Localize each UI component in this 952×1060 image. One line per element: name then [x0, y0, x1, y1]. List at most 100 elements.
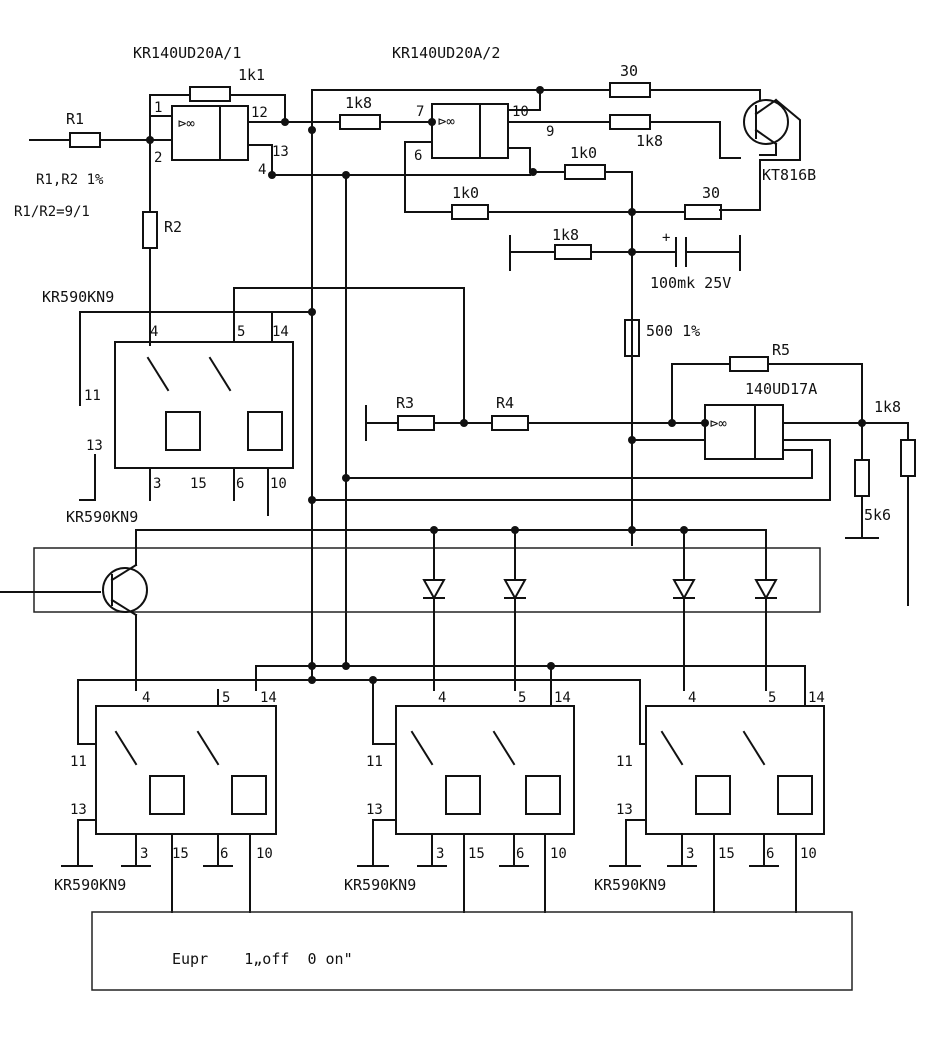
resistor-r4: [491, 415, 529, 431]
pin-label: 14: [260, 690, 277, 706]
control-box: [91, 911, 853, 991]
label-1k8-c: 1k8: [552, 226, 579, 244]
pin-label: 5: [768, 690, 776, 706]
resistor-r2: [142, 211, 158, 249]
label-switch-b1: KR590KN9: [54, 876, 126, 894]
resistor-1k1: [189, 86, 231, 102]
resistor-5k6: [854, 459, 870, 497]
resistor-30-b: [684, 204, 722, 220]
label-r2: R2: [164, 218, 182, 236]
label-1k8-b: 1k8: [636, 132, 663, 150]
resistor-r3: [397, 415, 435, 431]
pin-label: 13: [86, 438, 103, 454]
opamp-u3: ⊳∞: [704, 404, 784, 460]
opamp-u2: ⊳∞: [431, 103, 509, 159]
label-30-b: 30: [702, 184, 720, 202]
optocoupler-frame: [33, 547, 821, 613]
switch-ic-b1: [95, 705, 277, 835]
pin-label: 4: [142, 690, 150, 706]
resistor-30-a: [609, 82, 651, 98]
pin-label: 15: [172, 846, 189, 862]
label-switch-top: KR590KN9: [42, 288, 114, 306]
pin-label: 5: [222, 690, 230, 706]
pin-label: 13: [70, 802, 87, 818]
resistor-1k0-a: [564, 164, 606, 180]
pin-label: 5: [518, 690, 526, 706]
svg-text:⊳∞: ⊳∞: [178, 116, 195, 132]
pin-label: 4: [150, 324, 158, 340]
diode-4: [754, 529, 778, 691]
svg-text:+: +: [662, 230, 670, 246]
pin-u1-4: 4: [258, 162, 266, 178]
pin-u2-10: 10: [512, 104, 529, 120]
opamp-u1: ⊳∞: [171, 105, 249, 161]
svg-text:⊳∞: ⊳∞: [438, 114, 455, 130]
note-ratio: R1/R2=9/1: [14, 204, 90, 220]
label-kt816b: KT816B: [762, 166, 816, 184]
pin-label: 10: [800, 846, 817, 862]
label-r5: R5: [772, 341, 790, 359]
pin-label: 13: [366, 802, 383, 818]
pin-label: 4: [438, 690, 446, 706]
label-5k6: 5k6: [864, 506, 891, 524]
label-opamp1: KR140UD20A/1: [133, 44, 241, 62]
switch-ic-b2: [395, 705, 575, 835]
pin-label: 5: [237, 324, 245, 340]
pin-label: 11: [616, 754, 633, 770]
resistor-r5: [729, 356, 769, 372]
pin-label: 11: [84, 388, 101, 404]
pin-label: 10: [550, 846, 567, 862]
pin-label: 11: [366, 754, 383, 770]
label-1k8-a: 1k8: [345, 94, 372, 112]
label-500: 500 1%: [646, 322, 700, 340]
pin-label: 3: [140, 846, 148, 862]
capacitor-100mk: +: [662, 230, 741, 271]
label-capacitor: 100mk 25V: [650, 274, 731, 292]
label-1k8-d: 1k8: [874, 398, 901, 416]
label-r1: R1: [66, 110, 84, 128]
pin-label: 13: [616, 802, 633, 818]
label-1k0-b: 1k0: [452, 184, 479, 202]
note-tolerance: R1,R2 1%: [36, 172, 104, 188]
pin-label: 3: [686, 846, 694, 862]
resistor-r1: [69, 132, 101, 148]
resistor-1k8-d: [900, 439, 916, 477]
resistor-1k0-b: [451, 204, 489, 220]
pin-label: 15: [468, 846, 485, 862]
pin-label: 3: [153, 476, 161, 492]
diode-3: [672, 529, 696, 691]
pin-label: 10: [256, 846, 273, 862]
pin-u2-6: 6: [414, 148, 422, 164]
pin-u1-2: 2: [154, 150, 162, 166]
pin-label: 14: [554, 690, 571, 706]
diode-1: [422, 529, 446, 691]
pin-label: 6: [516, 846, 524, 862]
label-1k1: 1k1: [238, 66, 265, 84]
diode-2: [503, 529, 527, 691]
transistor-kt816b: [719, 98, 801, 211]
pin-label: 14: [272, 324, 289, 340]
resistor-500: [624, 319, 640, 357]
switch-ic-b3: [645, 705, 825, 835]
label-30-a: 30: [620, 62, 638, 80]
pin-label: 10: [270, 476, 287, 492]
pin-label: 4: [688, 690, 696, 706]
control-box-label: Eupr 1„off 0 on": [172, 950, 353, 968]
pin-label: 6: [766, 846, 774, 862]
label-switch-b3: KR590KN9: [594, 876, 666, 894]
resistor-1k8-c: [554, 244, 592, 260]
svg-text:⊳∞: ⊳∞: [710, 416, 727, 432]
label-opamp3: 140UD17A: [745, 380, 817, 398]
pin-label: 14: [808, 690, 825, 706]
resistor-1k8-b: [609, 114, 651, 130]
label-r4: R4: [496, 394, 514, 412]
pin-u2-7: 7: [416, 104, 424, 120]
pin-label: 6: [220, 846, 228, 862]
pin-label: 11: [70, 754, 87, 770]
phototransistor: [102, 529, 148, 691]
pin-label: 6: [236, 476, 244, 492]
pin-u1-1: 1: [154, 100, 162, 116]
switch-ic-top: [114, 341, 294, 469]
pin-u1-13: 13: [272, 144, 289, 160]
